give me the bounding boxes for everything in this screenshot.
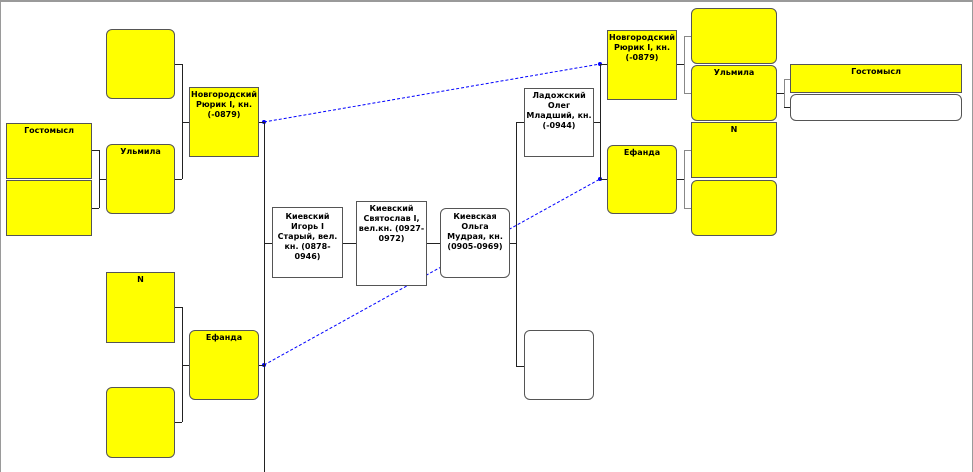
person-box-rurik[interactable]: Новгородский Рюрик I, кн. (-0879) [189,87,259,157]
person-box-gostomysl[interactable]: Гостомысл [790,64,962,93]
connector [516,122,517,367]
connector [92,208,99,209]
connector [258,122,264,123]
connector [426,243,440,244]
connector [784,79,785,107]
person-box-gostomysl[interactable]: Гостомысл [6,123,92,179]
person-box-ulmila[interactable]: Ульмила [691,65,777,121]
connector [676,179,684,180]
person-box-rurik[interactable]: Новгородский Рюрик I, кн. (-0879) [607,30,677,100]
connector [684,36,685,93]
connector [684,208,691,209]
connector [600,179,607,180]
connector [342,243,356,244]
connector [258,365,264,366]
person-box-igor[interactable]: Киевский Игорь I Старый, вел. кн. (0878-… [272,207,343,278]
connector [684,93,691,94]
duplicate-link-efanda [263,178,601,366]
person-box-empty[interactable] [524,330,594,400]
person-box-n[interactable]: N [106,272,175,343]
connector [174,179,182,180]
connector [516,122,524,123]
connector [182,64,183,179]
connector [676,64,684,65]
connector [600,64,601,179]
person-box-empty[interactable] [691,180,777,236]
connector [784,79,790,80]
connector [516,366,524,367]
person-box-empty[interactable] [6,180,92,236]
person-box-oleg[interactable]: Ладожский Олег Младший, кн. (-0944) [524,88,594,157]
person-box-efanda[interactable]: Ефанда [607,145,677,214]
connector [264,122,265,472]
person-box-empty[interactable] [106,387,175,458]
person-box-empty[interactable] [790,94,962,121]
connector [182,307,183,422]
connector [684,150,685,208]
connector [264,243,272,244]
connector [174,307,182,308]
person-box-empty[interactable] [691,8,777,64]
connector [174,64,182,65]
connector [784,107,790,108]
connector [509,243,516,244]
connector [593,122,600,123]
connector [684,36,691,37]
connector [92,150,99,151]
connector [182,365,189,366]
connector [182,122,189,123]
connector [174,422,182,423]
person-box-ulmila[interactable]: Ульмила [106,144,175,214]
connector [776,93,784,94]
person-box-n[interactable]: N [691,122,777,178]
person-box-olga[interactable]: Киевская Ольга Мудрая, кн. (0905-0969) [440,208,510,278]
connector [99,179,106,180]
person-box-efanda[interactable]: Ефанда [189,330,259,400]
connector [684,150,691,151]
person-box-empty[interactable] [106,29,175,99]
connector [600,64,607,65]
duplicate-link-rurik [263,63,601,123]
person-box-svyatoslav[interactable]: Киевский Святослав I, вел.кн. (0927-0972… [356,201,427,286]
